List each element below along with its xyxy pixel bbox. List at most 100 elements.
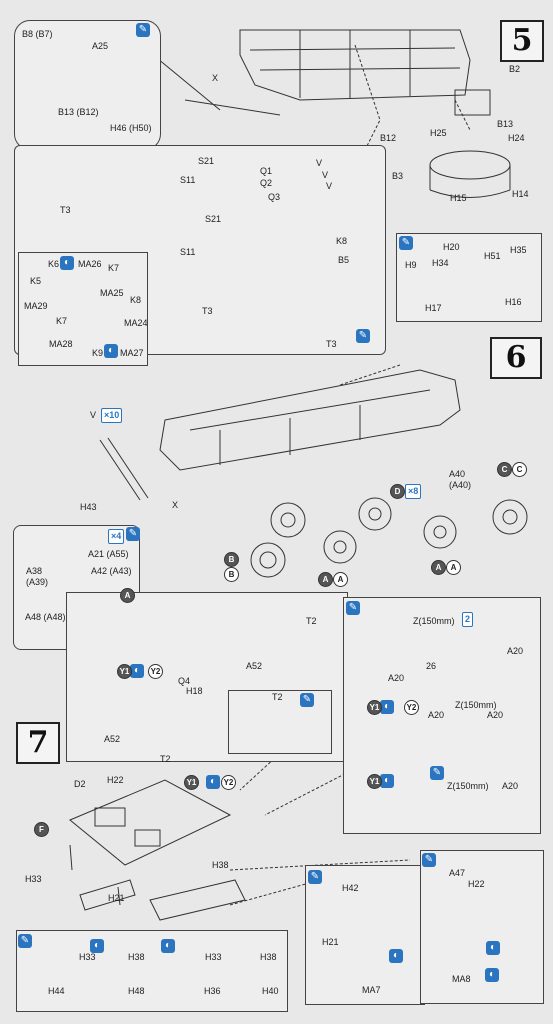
callout-a: A [333,572,348,587]
paint-icon: ◐ [380,700,394,714]
part-label: T3 [60,205,71,215]
part-label: S11 [180,247,196,257]
part-label: MA7 [362,985,381,995]
part-label: H18 [186,686,203,696]
callout-y2: Y2 [221,775,236,790]
part-label: K9 [92,348,104,358]
part-label: A42 (A43) [91,566,132,576]
part-label: H43 [80,502,97,512]
detail-panel-t2 [228,690,332,754]
count-badge: ×4 [108,529,125,544]
part-label: H38 [260,952,277,962]
count-badge: ×8 [405,484,422,499]
part-label: K7 [108,263,120,273]
part-label: A47 [449,868,466,878]
paint-icon: ◐ [104,344,118,358]
part-label: H22 [468,879,485,889]
callout-y1: Y1 [117,664,132,679]
part-label: T3 [202,306,213,316]
part-label: Z(150mm) [413,616,455,626]
part-label: MA26 [78,259,102,269]
part-label: (A40) [449,480,472,490]
part-label: A52 [246,661,263,671]
part-label: H14 [512,189,529,199]
part-label: H33 [25,874,42,884]
part-label: H16 [505,297,522,307]
part-label: Q4 [178,676,191,686]
part-label: MA8 [452,974,471,984]
callout-a: A [431,560,446,575]
callout-c: C [512,462,527,477]
glue-icon: ✎ [126,527,140,541]
glue-icon: ✎ [308,870,322,884]
part-label: H38 [212,860,229,870]
part-label: V [322,170,329,180]
part-label: H33 [205,952,222,962]
part-label: A20 [502,781,519,791]
part-label: A20 [388,673,405,683]
paint-icon: ◐ [90,939,104,953]
part-label: MA28 [49,339,73,349]
callout-f: F [34,822,49,837]
part-label: T2 [160,754,171,764]
paint-icon: ◐ [486,941,500,955]
part-label: K8 [336,236,348,246]
callout-y1: Y1 [184,775,199,790]
part-label: A20 [428,710,445,720]
part-label: MA24 [124,318,148,328]
part-label: (A39) [26,577,49,587]
callout-a: A [120,588,135,603]
part-label: 26 [426,661,437,671]
part-label: H34 [432,258,449,268]
part-label: H44 [48,986,65,996]
part-label: H51 [484,251,501,261]
callout-b: B [224,552,239,567]
part-label: V [326,181,333,191]
callout-b: B [224,567,239,582]
callout-y1: Y1 [367,774,382,789]
part-label: T3 [326,339,337,349]
part-label: H20 [443,242,460,252]
part-label: H9 [405,260,417,270]
callout-a: A [318,572,333,587]
part-label: H15 [450,193,467,203]
part-label: Q3 [268,192,281,202]
part-label: B13 [497,119,514,129]
part-label: H33 [79,952,96,962]
part-label: D2 [74,779,86,789]
count-badge: ×10 [101,408,123,423]
detail-panel-hull-fittings [18,252,148,366]
detail-panel-tow-cable [343,597,541,834]
part-label: B5 [338,255,350,265]
detail-panel-grille-left [305,865,425,1005]
part-label: K5 [30,276,42,286]
glue-icon: ✎ [300,693,314,707]
step-number-6: 6 [490,337,542,379]
callout-y2: Y2 [404,700,419,715]
part-label: H21 [108,893,125,903]
part-label: A48 (A48) [25,612,66,622]
callout-y1: Y1 [367,700,382,715]
callout-y2: Y2 [148,664,163,679]
glue-icon: ✎ [346,601,360,615]
part-label: A20 [487,710,504,720]
part-label: MA29 [24,301,48,311]
part-label: H40 [262,986,279,996]
part-label: Z(150mm) [447,781,489,791]
glue-icon: ✎ [356,329,370,343]
paint-icon: ◐ [380,774,394,788]
part-label: A25 [92,41,109,51]
part-label: T2 [272,692,283,702]
glue-icon: ✎ [399,236,413,250]
part-label: Q2 [260,178,273,188]
part-label: K7 [56,316,68,326]
part-label: K8 [130,295,142,305]
part-label: A52 [104,734,121,744]
detail-bubble-muffler-mount [14,20,161,150]
glue-icon: ✎ [136,23,150,37]
part-label: B13 (B12) [58,107,99,117]
part-label: A40 [449,469,466,479]
part-label: H22 [107,775,124,785]
part-label: Z(150mm) [455,700,497,710]
part-label: H42 [342,883,359,893]
